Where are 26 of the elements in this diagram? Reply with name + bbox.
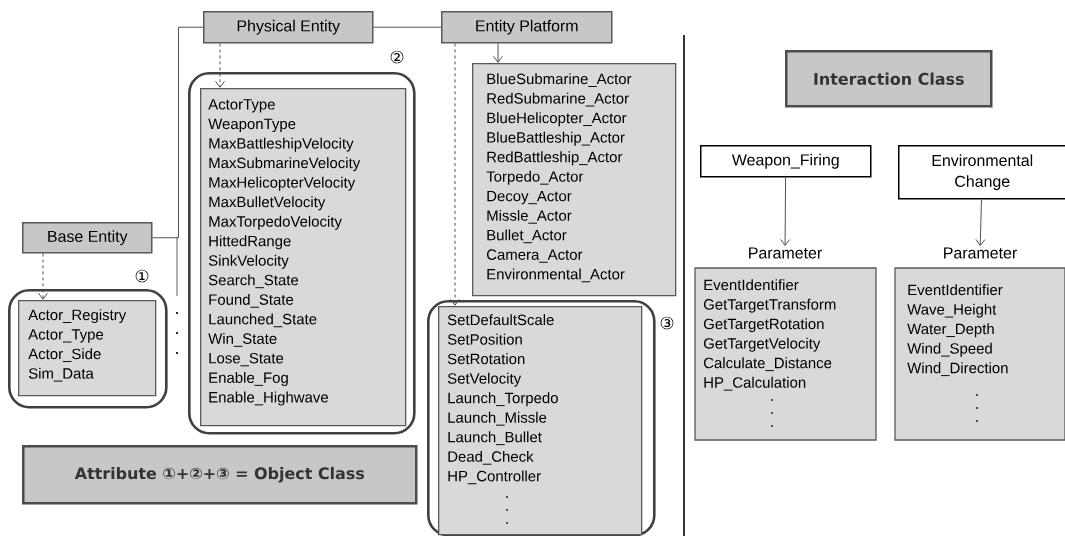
entity-box: Physical Entity [203, 11, 374, 44]
connector-arrow [450, 43, 460, 306]
callout-number: ② [390, 50, 404, 64]
node-label: Parameter [944, 247, 1017, 259]
interaction-box: Environmental Change [898, 145, 1065, 200]
connector-arrow [780, 177, 791, 246]
connector-arrow [38, 253, 48, 300]
class-title-box: Interaction Class [785, 50, 993, 108]
connector-arrow [493, 43, 503, 63]
attribute-list-box: Actor_Registry Actor_Type Actor_Side Sim_Data [18, 300, 157, 397]
attribute-group-outline [188, 72, 416, 435]
entity-box: Base Entity [22, 222, 153, 254]
entity-box: Entity Platform [441, 11, 613, 44]
connector-arrow [975, 199, 986, 246]
attribute-list-box: ActorType WeaponType MaxBattleshipVelocity MaxSubmarineVelocity MaxHelicopterVelocity MaxBulletVelocity MaxTorpedoVelocity HittedRange SinkVelocity Search_State Found_State Launched_State Win_State Lose_State Enable_Fog Enable_Highwave [200, 88, 407, 427]
class-title-box: Attribute ①+②+③ = Object Class [22, 445, 418, 505]
callout-number: ① [135, 269, 149, 283]
callout-number: ③ [660, 316, 674, 330]
parameter-list-box: Parameter EventIdentifier Wave_Height Water_Depth Wind_Speed Wind_Direction [894, 247, 1065, 441]
connector-arrow [215, 43, 225, 88]
attribute-list-box: SetDefaultScale SetPosition SetRotation SetVelocity Launch_Torpedo Launch_Missle Launch_Bullet Dead_Check HP_Controller [438, 306, 643, 536]
attribute-group-outline [8, 289, 168, 409]
node-label: Parameter [749, 247, 822, 259]
parameter-list-box: Parameter EventIdentifier GetTargetTransform GetTargetRotation GetTargetVelocity Calculate_Distance HP_Calculation [694, 247, 877, 441]
interaction-box: Weapon_Firing [700, 145, 872, 178]
attribute-list-box: BlueSubmarine_Actor RedSubmarine_Actor BlueHelicopter_Actor BlueBattleship_Actor RedBattleship_Actor Torpedo_Actor Decoy_Actor Missle_Actor Bullet_Actor Camera_Actor Environmental_Actor [472, 63, 677, 297]
